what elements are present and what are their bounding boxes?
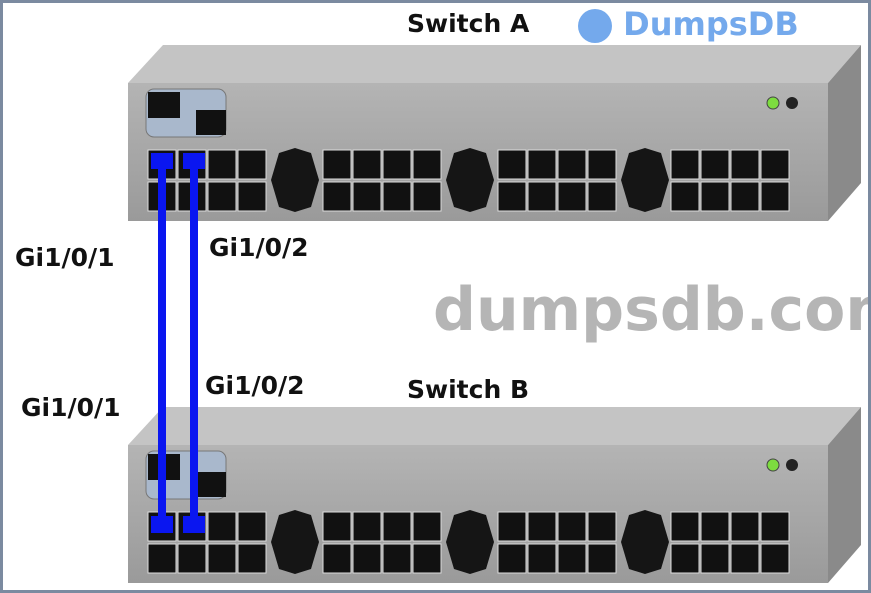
ethernet-port bbox=[352, 181, 382, 212]
uplink-port bbox=[271, 148, 319, 212]
ethernet-port bbox=[237, 181, 267, 212]
ethernet-port bbox=[557, 181, 587, 212]
watermark-logo-text: DumpsDB bbox=[623, 5, 799, 43]
ethernet-port bbox=[207, 511, 237, 542]
power-led bbox=[786, 97, 798, 109]
ethernet-port bbox=[207, 181, 237, 212]
switch-a-port-gi1-0-1-label: Gi1/0/1 bbox=[15, 243, 115, 272]
switch-b-port-gi1-0-2-label: Gi1/0/2 bbox=[205, 371, 305, 400]
status-led bbox=[766, 96, 780, 110]
ethernet-port bbox=[730, 149, 760, 180]
ethernet-port bbox=[207, 543, 237, 574]
ethernet-port bbox=[237, 511, 267, 542]
ethernet-port bbox=[382, 543, 412, 574]
ethernet-port bbox=[412, 149, 442, 180]
status-led bbox=[766, 458, 780, 472]
ethernet-port bbox=[700, 543, 730, 574]
ethernet-port bbox=[237, 149, 267, 180]
switch-b-port-gi1-0-1-label: Gi1/0/1 bbox=[21, 393, 121, 422]
cable-plug-switch-b bbox=[151, 516, 173, 533]
switch-a-chassis bbox=[128, 45, 861, 221]
ethernet-port bbox=[322, 543, 352, 574]
ethernet-port bbox=[527, 511, 557, 542]
ethernet-port bbox=[760, 543, 790, 574]
cable-plug-switch-b bbox=[183, 516, 205, 533]
console-port bbox=[148, 92, 180, 118]
ethernet-port bbox=[497, 149, 527, 180]
ethernet-port bbox=[557, 511, 587, 542]
ethernet-port bbox=[587, 181, 617, 212]
cable-link-1 bbox=[158, 161, 166, 525]
chassis-top bbox=[128, 407, 861, 445]
ethernet-port bbox=[670, 543, 700, 574]
ethernet-port bbox=[352, 149, 382, 180]
ethernet-port bbox=[700, 511, 730, 542]
ethernet-port bbox=[557, 149, 587, 180]
ethernet-port bbox=[382, 149, 412, 180]
watermark-logo-icon bbox=[578, 9, 612, 43]
ethernet-port bbox=[587, 149, 617, 180]
ethernet-port bbox=[497, 511, 527, 542]
cable-link-2 bbox=[190, 161, 198, 525]
cables bbox=[151, 153, 205, 533]
ethernet-port bbox=[760, 511, 790, 542]
ethernet-port bbox=[352, 511, 382, 542]
ethernet-port bbox=[147, 543, 177, 574]
ethernet-port bbox=[700, 181, 730, 212]
switch-b-chassis bbox=[128, 407, 861, 583]
power-led bbox=[786, 459, 798, 471]
ethernet-port bbox=[237, 543, 267, 574]
watermark-logo: DumpsDB bbox=[578, 5, 799, 43]
chassis-top bbox=[128, 45, 861, 83]
ethernet-port bbox=[497, 543, 527, 574]
chassis-side bbox=[828, 45, 861, 221]
ethernet-port bbox=[527, 181, 557, 212]
uplink-port bbox=[446, 148, 494, 212]
mgmt-port bbox=[196, 472, 226, 497]
ethernet-port bbox=[382, 511, 412, 542]
ethernet-port bbox=[382, 181, 412, 212]
ethernet-port bbox=[322, 511, 352, 542]
uplink-port bbox=[271, 510, 319, 574]
ethernet-port bbox=[730, 511, 760, 542]
watermark-diagonal: dumpsdb.com bbox=[433, 275, 871, 345]
ethernet-port bbox=[587, 543, 617, 574]
topology-canvas bbox=[128, 45, 861, 583]
ethernet-port bbox=[322, 149, 352, 180]
uplink-port bbox=[621, 510, 669, 574]
ethernet-port bbox=[352, 543, 382, 574]
ethernet-port bbox=[207, 149, 237, 180]
switch-a-label: Switch A bbox=[407, 9, 530, 38]
mgmt-port bbox=[196, 110, 226, 135]
ethernet-port bbox=[730, 181, 760, 212]
ethernet-port bbox=[670, 181, 700, 212]
ethernet-port bbox=[670, 511, 700, 542]
ethernet-port bbox=[322, 181, 352, 212]
ethernet-port bbox=[412, 543, 442, 574]
ethernet-port bbox=[412, 181, 442, 212]
ethernet-port bbox=[700, 149, 730, 180]
ethernet-port bbox=[527, 543, 557, 574]
ethernet-port bbox=[730, 543, 760, 574]
switch-b-label: Switch B bbox=[407, 375, 529, 404]
chassis-side bbox=[828, 407, 861, 583]
ethernet-port bbox=[557, 543, 587, 574]
switch-a-port-gi1-0-2-label: Gi1/0/2 bbox=[209, 233, 309, 262]
ethernet-port bbox=[670, 149, 700, 180]
ethernet-port bbox=[497, 181, 527, 212]
ethernet-port bbox=[760, 181, 790, 212]
ethernet-port bbox=[177, 543, 207, 574]
ethernet-port bbox=[412, 511, 442, 542]
ethernet-port bbox=[760, 149, 790, 180]
ethernet-port bbox=[527, 149, 557, 180]
ethernet-port bbox=[587, 511, 617, 542]
uplink-port bbox=[446, 510, 494, 574]
uplink-port bbox=[621, 148, 669, 212]
